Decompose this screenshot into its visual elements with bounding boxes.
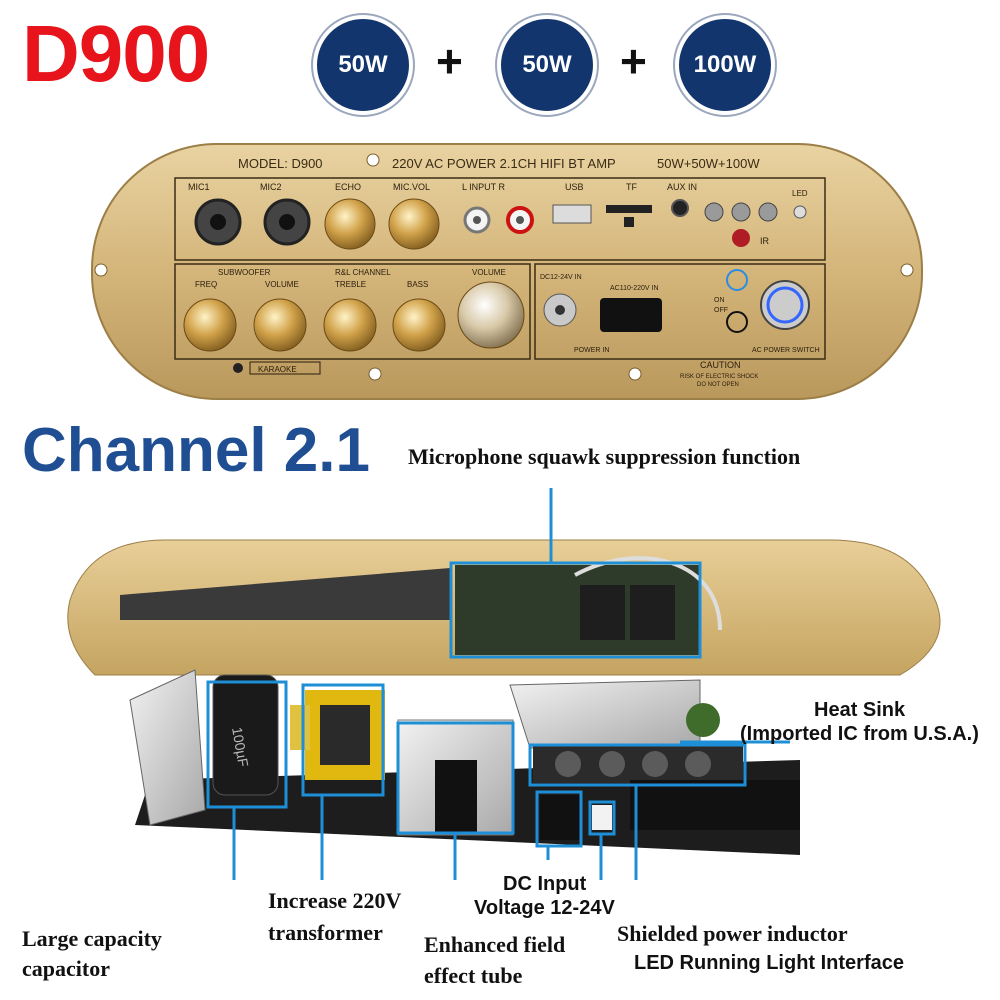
capacitor-callout: Large capacity [22, 926, 162, 951]
dc-input-callout: DC Input [503, 873, 587, 895]
mic1-label: MIC1 [188, 182, 210, 192]
led-connector [592, 805, 612, 830]
led-indicator [793, 205, 807, 219]
mount-hole [900, 263, 914, 277]
caution-sub2-label: DO NOT OPEN [697, 382, 739, 388]
tf-slot [606, 205, 652, 213]
dc-input-callout-line2: Voltage 12-24V [474, 897, 615, 919]
plus-sign: + [436, 35, 463, 87]
power-on-icon [726, 269, 748, 291]
inductor-callout: Shielded power inductor [617, 921, 848, 946]
prev-button [704, 202, 724, 222]
led-interface-callout: LED Running Light Interface [634, 952, 904, 974]
amplifier-front-panel: MODEL: D900 220V AC POWER 2.1CH HIFI BT … [91, 143, 923, 400]
ac-socket [600, 298, 662, 332]
subwoofer-label: SUBWOOFER [218, 268, 271, 277]
next-button [758, 202, 778, 222]
ac-in-label: AC110-220V IN [610, 285, 659, 292]
tf-label: TF [626, 182, 637, 192]
ir-sensor [732, 229, 750, 247]
echo-knob [324, 198, 376, 250]
mic-volume-knob [388, 198, 440, 250]
large-capacitor [212, 674, 279, 796]
sub-volume-knob [253, 298, 307, 352]
power-spec-label: 220V AC POWER 2.1CH HIFI BT AMP [392, 156, 616, 171]
rl-channel-label: R&L CHANNEL [335, 268, 391, 277]
usb-label: USB [565, 182, 584, 192]
heat-sink-subcallout: (Imported IC from U.S.A.) [740, 723, 979, 745]
caution-sub-label: RISK OF ELECTRIC SHOCK [680, 374, 758, 380]
side-heat-sink [129, 669, 206, 826]
wattage-label: 50W+50W+100W [657, 156, 760, 171]
echo-label: ECHO [335, 182, 361, 192]
led-label: LED [792, 189, 808, 198]
speaker-terminals [630, 780, 800, 830]
line-input-label: L INPUT R [462, 182, 506, 192]
play-button [731, 202, 751, 222]
product-title: D900 [22, 9, 210, 98]
freq-label: FREQ [195, 280, 217, 289]
section-title: Channel 2.1 [22, 416, 370, 485]
model-label: MODEL: D900 [238, 156, 323, 171]
main-volume-knob [457, 281, 525, 349]
main-heat-sink [509, 679, 701, 749]
main-volume-label: VOLUME [472, 268, 506, 277]
plus-sign: + [620, 35, 647, 87]
mount-hole [628, 367, 642, 381]
aux-jack [671, 199, 689, 217]
bass-label: BASS [407, 280, 428, 289]
transformer-callout: Increase 220V [268, 888, 402, 913]
relay-right [630, 585, 675, 640]
transformer-callout-line2: transformer [268, 920, 383, 945]
usb-port [552, 204, 592, 224]
on-label: ON [714, 297, 725, 304]
mic-suppression-callout: Microphone squawk suppression function [408, 444, 801, 469]
capacitor-highlight [206, 680, 288, 809]
fet-callout: Enhanced field [424, 932, 566, 957]
dc-input-highlight [535, 790, 583, 848]
treble-knob [323, 298, 377, 352]
heat-sink-callout: Heat Sink [814, 699, 906, 721]
svg-text:100µF: 100µF [229, 726, 252, 768]
aux-label: AUX IN [667, 182, 697, 192]
circuit-board-photo: 100µF [67, 488, 941, 880]
power-in-label: POWER IN [574, 347, 609, 354]
power-badge-right: 50W [497, 15, 597, 115]
mount-hole [368, 367, 382, 381]
karaoke-label: KARAOKE [258, 365, 297, 374]
karaoke-tag [249, 361, 321, 375]
freq-knob [183, 298, 237, 352]
mic2-label: MIC2 [260, 182, 282, 192]
mount-hole [366, 153, 380, 167]
power-off-icon [726, 311, 748, 333]
fet-callout-line2: effect tube [424, 963, 523, 988]
mount-hole [94, 263, 108, 277]
power-badge-left: 50W [313, 15, 413, 115]
power-badge-sub: 100W [675, 15, 775, 115]
sub-volume-label: VOLUME [265, 280, 299, 289]
off-label: OFF [714, 307, 728, 314]
caution-label: CAUTION [700, 360, 741, 370]
micvol-label: MIC.VOL [393, 182, 430, 192]
relay-left [580, 585, 625, 640]
ac-switch-label: AC POWER SWITCH [752, 347, 820, 354]
mic-suppression-highlight [449, 561, 702, 659]
transformer-highlight [301, 683, 385, 797]
dc-in-label: DC12-24V IN [540, 274, 582, 281]
bass-knob [392, 298, 446, 352]
dc-input-connector [540, 795, 580, 840]
ir-label: IR [760, 236, 770, 246]
treble-label: TREBLE [335, 280, 366, 289]
capacitor-callout-line2: capacitor [22, 956, 110, 981]
